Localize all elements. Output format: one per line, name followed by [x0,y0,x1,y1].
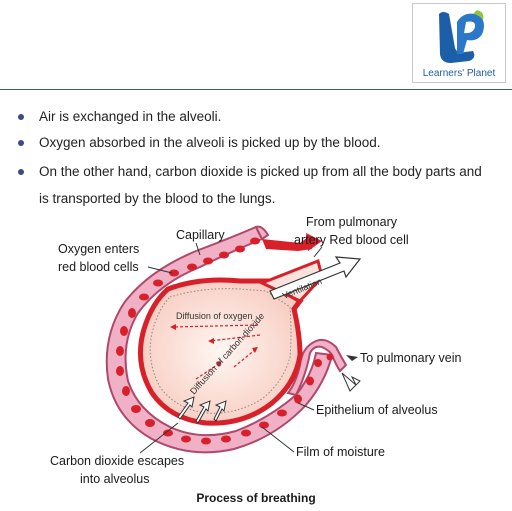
ventilation-arrow-icon [269,256,362,300]
label-red-blood-cells: red blood cells [58,260,139,274]
red-blood-cell [235,245,245,253]
diagram-caption: Process of breathing [196,491,316,505]
oxygen-diffusion-arrows [171,324,261,342]
red-blood-cell [116,346,124,356]
vein-pointer-icon [346,355,358,361]
red-blood-cells [116,237,334,445]
red-blood-cell [163,429,173,437]
bullet-dot-icon [18,169,24,175]
red-blood-cell [277,409,287,417]
co2-escape-arrows [177,396,227,424]
red-blood-cell [116,366,124,376]
red-blood-cell [120,326,128,336]
header-divider [0,89,512,90]
red-blood-cell [145,419,155,427]
bullet-dot-icon [18,114,24,120]
red-blood-cell [203,257,213,265]
red-blood-cell [187,263,197,271]
label-artery-red-blood-cell: artery Red blood cell [294,233,409,247]
logo-text: Learners' Planet [422,68,496,79]
capillary-tail [254,225,270,241]
red-blood-cell [221,435,231,443]
label-from-pulmonary: From pulmonary [306,215,398,229]
bullet-text: On the other hand, carbon dioxide is pic… [39,164,482,179]
label-diffusion-oxygen: Diffusion of oxygen [176,311,252,321]
red-blood-cell [181,435,191,443]
bullet-text: is transported by the blood to the lungs… [39,191,276,206]
label-to-pulmonary-vein: To pulmonary vein [360,351,461,365]
leader-line [313,246,323,258]
red-blood-cell [122,386,130,396]
label-capillary: Capillary [176,228,225,242]
capillary-band [105,225,334,454]
red-blood-cell [314,359,322,367]
lp-logo-icon [439,10,484,63]
oxygen-arrowhead-icon [208,338,214,344]
oxygen-arrowhead-icon [170,324,176,330]
red-blood-cell [131,405,141,413]
bullet-dot-icon [18,140,24,146]
red-blood-cell [241,429,251,437]
red-blood-cell [219,251,229,259]
pulmonary-artery [262,237,312,251]
artery-arrow-icon [306,233,322,251]
leader-line [297,402,315,411]
pulmonary-vein-arrow-icon [341,372,361,392]
red-blood-cell [139,293,149,301]
leader-line [139,422,179,454]
leader-line [147,266,173,274]
logo: Learners' Planet [412,3,506,83]
red-blood-cell [153,279,163,287]
bullet-text: Oxygen absorbed in the alveoli is picked… [39,135,381,150]
label-into-alveolus: into alveolus [80,472,150,486]
red-blood-cell [259,421,269,429]
red-blood-cell [128,308,136,318]
label-epithelium: Epithelium of alveolus [316,403,438,417]
label-oxygen-enters: Oxygen enters [58,242,139,256]
alveolus-diagram: Ventilation Capillary Oxygen enters red … [50,215,461,486]
red-blood-cell [306,376,314,386]
red-blood-cell [250,237,260,245]
co2-arrowhead-icon [216,361,222,367]
leader-line [261,426,295,453]
film-of-moisture [149,288,292,414]
bullet-text: Air is exchanged in the alveoli. [39,109,222,124]
co2-arrowhead-icon [252,347,258,353]
red-blood-cell [201,437,211,445]
red-blood-cell [294,394,302,404]
label-co2-escapes: Carbon dioxide escapes [50,454,184,468]
red-blood-cell [169,269,179,277]
alveolus [137,277,304,426]
leader-line [195,242,201,256]
label-film-of-moisture: Film of moisture [296,445,385,459]
red-blood-cell [326,353,334,361]
